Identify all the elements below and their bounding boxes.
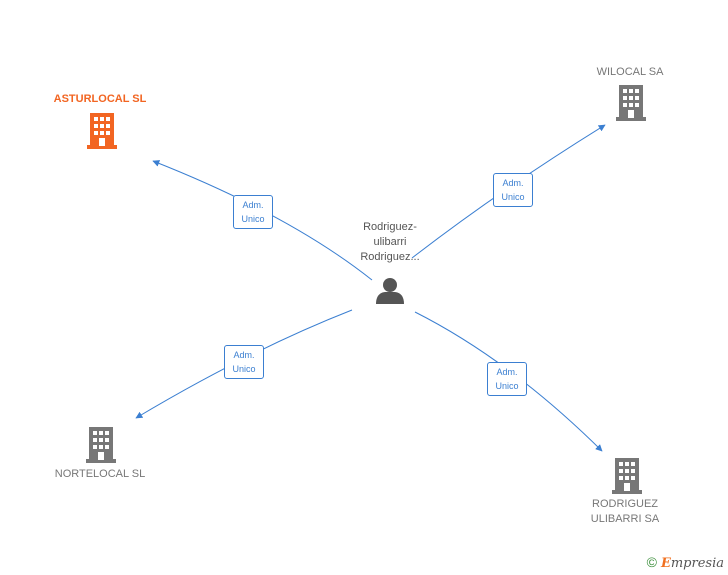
relation-role-detail: Unico — [232, 364, 256, 374]
company-label-nortelocal[interactable]: NORTELOCAL SL — [54, 468, 146, 480]
person-label-line: Rodriguez- — [363, 221, 417, 233]
company-label-rodriguez-ulibarri[interactable]: RODRIGUEZ ULIBARRI SA — [565, 497, 685, 527]
building-icon[interactable] — [616, 85, 646, 121]
edge-asturlocal — [152, 160, 373, 281]
edges — [135, 124, 606, 452]
company-label-line: ULIBARRI SA — [590, 513, 660, 525]
brand-initial: E — [660, 556, 671, 571]
relation-role: Adm. — [496, 367, 518, 377]
person-label-line: Rodriguez... — [360, 251, 420, 263]
building-icon[interactable] — [612, 458, 642, 494]
relation-role-detail: Unico — [495, 381, 519, 391]
copyright-icon: © — [646, 554, 657, 570]
empresia-watermark: ©Empresia — [647, 554, 724, 571]
relation-badge-rodriguez-ulibarri: Adm. Unico — [487, 362, 527, 396]
company-label-wilocal[interactable]: WILOCAL SA — [596, 66, 664, 78]
company-label-line: RODRIGUEZ — [592, 498, 658, 510]
relation-badge-nortelocal: Adm. Unico — [224, 345, 264, 379]
relation-badge-wilocal: Adm. Unico — [493, 173, 533, 207]
relation-role-detail: Unico — [241, 214, 265, 224]
relation-badge-asturlocal: Adm. Unico — [233, 195, 273, 229]
relation-role: Adm. — [233, 350, 255, 360]
relation-role: Adm. — [502, 178, 524, 188]
person-label-line: ulibarri — [373, 236, 407, 248]
relation-role-detail: Unico — [501, 192, 525, 202]
relation-role: Adm. — [242, 200, 264, 210]
brand-name: mpresia — [670, 556, 724, 571]
person-icon[interactable] — [376, 278, 404, 304]
building-icon[interactable] — [87, 113, 117, 149]
person-label[interactable]: Rodriguez- ulibarri Rodriguez... — [340, 220, 440, 265]
company-label-asturlocal[interactable]: ASTURLOCAL SL — [53, 93, 147, 105]
building-icon[interactable] — [86, 427, 116, 463]
